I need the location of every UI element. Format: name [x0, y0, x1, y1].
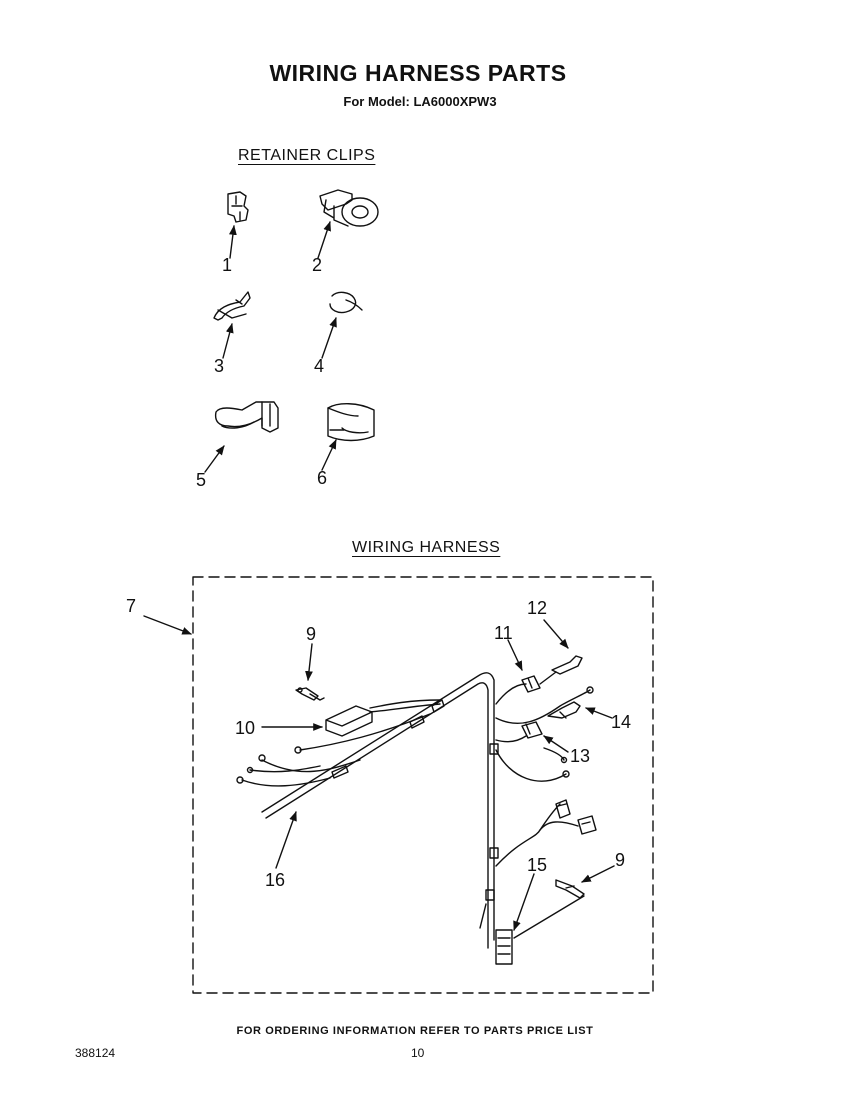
- arrow-14: [585, 707, 613, 719]
- arrow-4: [321, 317, 337, 359]
- connector-13: [521, 721, 543, 739]
- terminal-9-left: [295, 687, 325, 701]
- model-subtitle: For Model: LA6000XPW3: [343, 94, 497, 109]
- retainer-clip-1: [227, 191, 249, 223]
- plug-connector-upper: [555, 799, 571, 819]
- wiring-harness-heading: WIRING HARNESS: [352, 539, 501, 556]
- callout-6: 6: [317, 468, 328, 488]
- ordering-note: FOR ORDERING INFORMATION REFER TO PARTS …: [236, 1025, 594, 1037]
- callout-3: 3: [214, 356, 225, 376]
- left-branch-wires: [236, 713, 431, 787]
- callout-9-right: 9: [615, 850, 626, 870]
- callout-11: 11: [494, 623, 513, 643]
- page-title: WIRING HARNESS PARTS: [269, 60, 567, 86]
- callout-7: 7: [126, 596, 137, 616]
- callout-4: 4: [314, 356, 325, 376]
- callout-15: 15: [527, 855, 548, 875]
- retainer-clip-4: [329, 291, 363, 314]
- terminal-12: [551, 655, 583, 675]
- callout-12: 12: [527, 598, 548, 618]
- arrow-11: [507, 639, 523, 671]
- arrow-12: [543, 619, 569, 649]
- arrow-2: [317, 221, 331, 259]
- callout-9-left: 9: [306, 624, 317, 644]
- connector-11: [521, 671, 557, 693]
- callout-2: 2: [312, 255, 323, 275]
- arrow-1: [229, 225, 237, 259]
- retainer-clips-heading: RETAINER CLIPS: [238, 147, 376, 164]
- arrow-15: [513, 873, 535, 931]
- callout-14: 14: [611, 712, 632, 732]
- right-branch-wires: [495, 683, 594, 867]
- harness-frame: [192, 576, 654, 994]
- callout-16: 16: [265, 870, 286, 890]
- retainer-clip-2: [319, 189, 379, 227]
- arrow-6: [321, 439, 337, 471]
- document-number: 388124: [75, 1046, 116, 1060]
- plug-connector-lower: [577, 815, 597, 835]
- arrow-7: [143, 615, 192, 635]
- terminal-9-right: [513, 879, 585, 939]
- connector-10: [325, 699, 441, 737]
- harness-trunk: [261, 672, 513, 965]
- retainer-clip-5: [214, 401, 279, 433]
- callout-13: 13: [570, 746, 591, 766]
- page-number: 10: [411, 1046, 425, 1060]
- retainer-clip-6: [327, 403, 375, 442]
- arrow-5: [204, 445, 225, 473]
- arrow-16: [275, 811, 297, 869]
- callout-1: 1: [222, 255, 233, 275]
- arrow-3: [222, 323, 234, 359]
- arrow-9-left: [305, 643, 313, 681]
- retainer-clip-3: [213, 291, 251, 321]
- callout-5: 5: [196, 470, 207, 490]
- arrow-9-right: [581, 865, 615, 883]
- terminal-14: [547, 701, 581, 719]
- callout-10: 10: [235, 718, 256, 738]
- arrow-13: [543, 735, 569, 753]
